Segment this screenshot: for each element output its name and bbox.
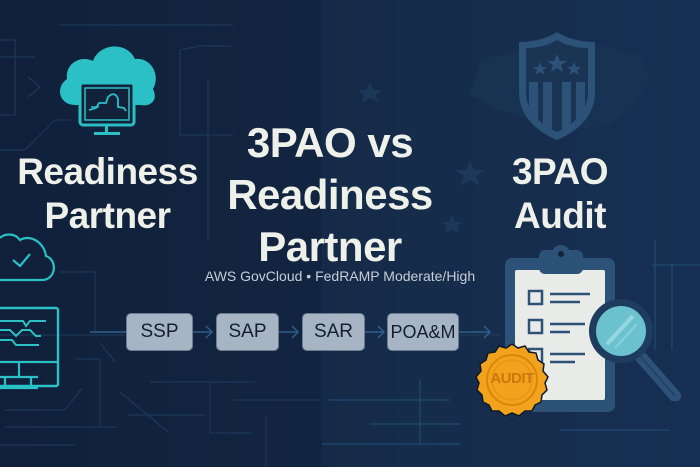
step-sar: SAR <box>302 313 365 351</box>
title-line: Partner <box>44 195 171 236</box>
audit-seal-icon <box>475 343 549 417</box>
audit-seal-label: AUDIT <box>490 370 534 387</box>
cloud-monitor-icon <box>60 46 156 135</box>
step-poam: POA&M <box>387 313 459 351</box>
readiness-partner-title: Readiness Partner <box>0 150 215 238</box>
subtitle: AWS GovCloud • FedRAMP Moderate/High <box>204 268 476 284</box>
title-line: Audit <box>513 195 607 236</box>
document-flow: SSP SAP SAR POA&M <box>0 313 500 357</box>
shield-stars-icon <box>519 32 595 140</box>
3pao-audit-title: 3PAO Audit <box>480 150 640 238</box>
title-line: Readiness <box>17 151 198 192</box>
magnifying-glass-icon <box>589 299 681 401</box>
headline-line: Readiness <box>227 171 433 218</box>
flow-connector-lines <box>90 325 492 339</box>
step-sap: SAP <box>216 313 279 351</box>
main-headline: 3PAO vs Readiness Partner <box>200 117 460 273</box>
step-ssp: SSP <box>126 313 193 351</box>
headline-line: 3PAO vs <box>246 119 414 166</box>
headline-line: Partner <box>258 223 402 270</box>
cloud-check-monitor-icon <box>0 233 60 390</box>
title-line: 3PAO <box>511 151 609 192</box>
